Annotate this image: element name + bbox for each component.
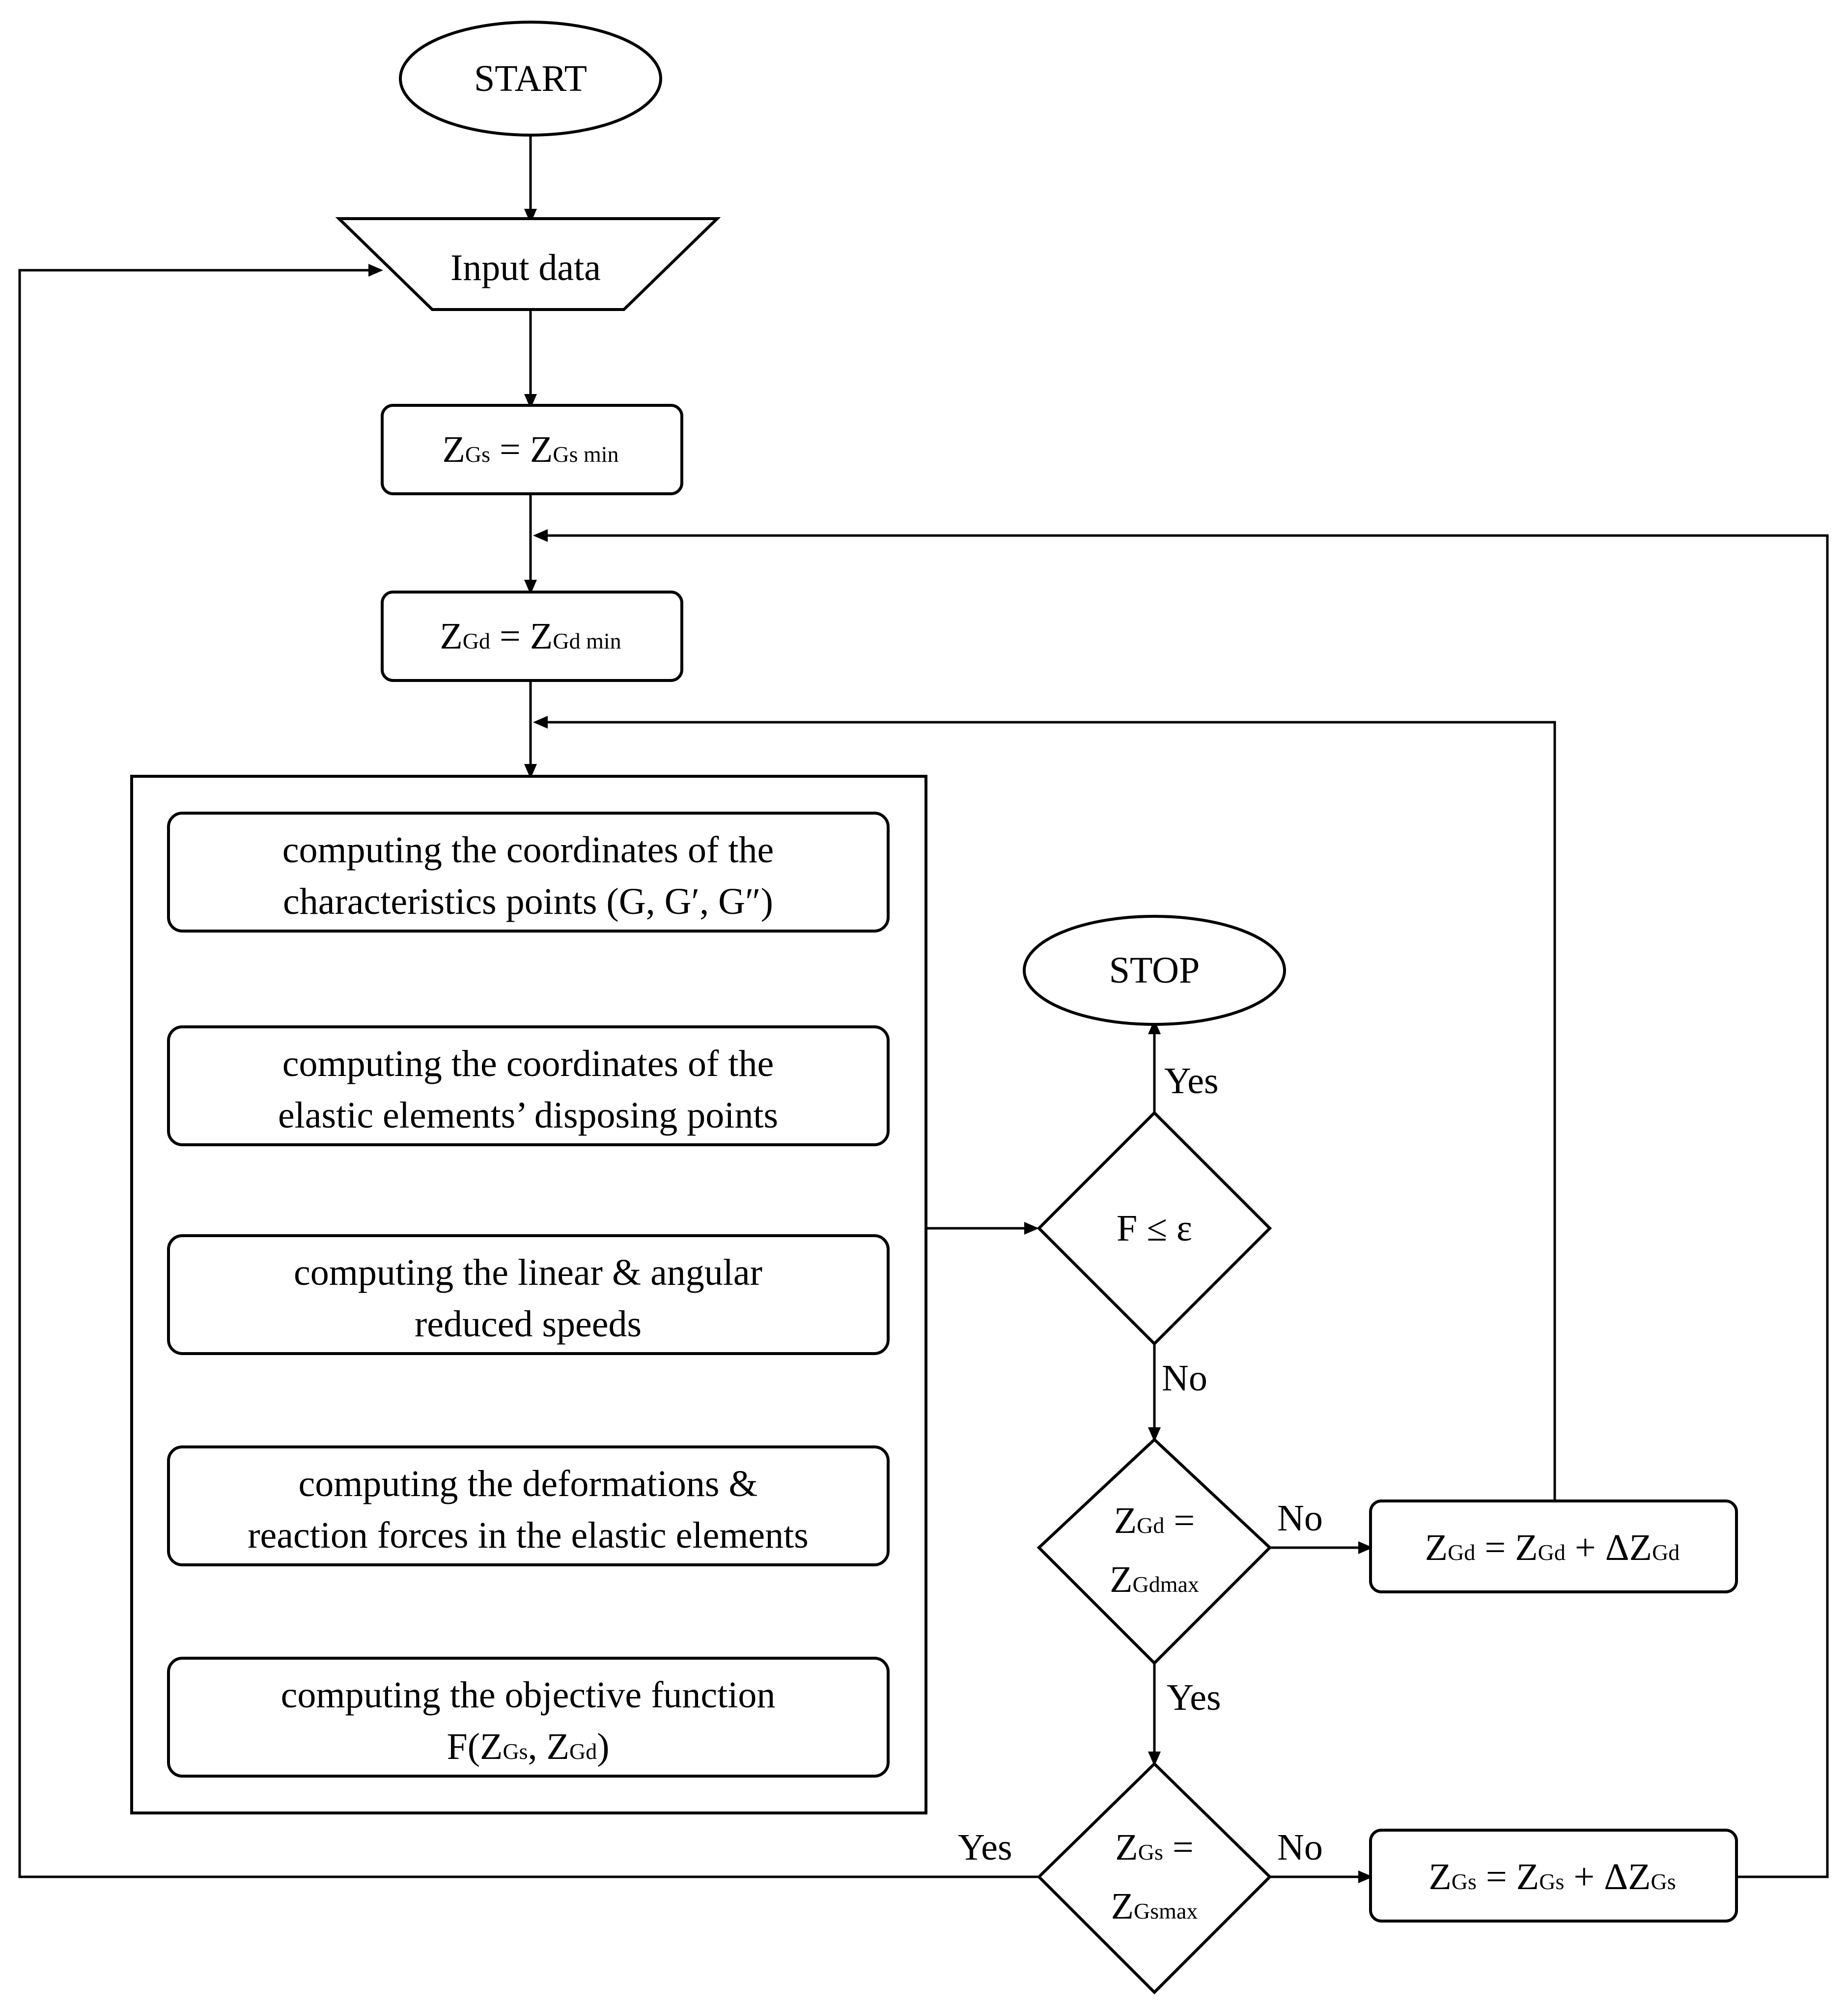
label-yes-stop: Yes <box>1164 1060 1219 1102</box>
init-zgd-label: ZGd = ZGd min <box>440 616 621 657</box>
label-yes-zgs: Yes <box>958 1827 1012 1868</box>
decision-zgd-line1: ZGd = <box>1114 1500 1195 1541</box>
objective-line2: F(ZGs, ZGd) <box>447 1726 609 1767</box>
stop-terminal <box>1023 915 1286 1026</box>
label-no-zgs: No <box>1277 1827 1323 1868</box>
incr-zgd-label: ZGd = ZGd + ΔZGd <box>1425 1527 1680 1568</box>
init-zgd-box <box>381 591 683 682</box>
decision-zgd-diamond <box>1036 1437 1272 1666</box>
step-4-line2: reaction forces in the elastic elements <box>248 1515 809 1556</box>
stop-label: STOP <box>1109 950 1200 991</box>
label-no-f: No <box>1162 1358 1207 1399</box>
step-3-line2: reduced speeds <box>415 1303 642 1345</box>
step-1-line1: computing the coordinates of the <box>282 829 774 871</box>
step-box-2 <box>167 1025 890 1146</box>
step-1-line2: characteristics points (G, G′, G″) <box>283 881 773 922</box>
loop-back-zgd-increment <box>537 721 1556 1501</box>
step-2-line2: elastic elements’ disposing points <box>278 1095 778 1136</box>
step-2-line1: computing the coordinates of the <box>282 1043 774 1084</box>
label-yes-zgd: Yes <box>1167 1677 1221 1718</box>
incr-zgs-label: ZGs = ZGs + ΔZGs <box>1428 1856 1676 1897</box>
step-box-5 <box>167 1657 890 1778</box>
step-3-line1: computing the linear & angular <box>294 1252 762 1293</box>
init-zgs-box <box>381 404 683 495</box>
start-label: START <box>474 58 587 99</box>
decision-zgs-line1: ZGs = <box>1115 1827 1193 1868</box>
decision-zgd-line2: ZGdmax <box>1110 1559 1199 1600</box>
init-zgs-label: ZGs = ZGs min <box>442 429 618 470</box>
step-4-line1: computing the deformations & <box>298 1463 757 1504</box>
input-data-label: Input data <box>450 247 601 288</box>
decision-zgs-diamond <box>1036 1761 1272 1995</box>
incr-zgs-box <box>1369 1829 1738 1923</box>
incr-zgd-box <box>1369 1500 1738 1593</box>
step-box-1 <box>167 812 890 933</box>
step-box-4 <box>167 1445 890 1566</box>
loop-back-to-input <box>18 269 1039 1878</box>
decision-f-diamond <box>1036 1110 1272 1346</box>
decision-f-label: F ≤ ε <box>1117 1208 1192 1249</box>
loop-back-zgs-increment <box>537 534 1829 1878</box>
step-box-3 <box>167 1234 890 1355</box>
input-data-shape <box>335 217 721 311</box>
objective-line1: computing the objective function <box>281 1674 776 1716</box>
decision-zgs-line2: ZGsmax <box>1111 1886 1198 1927</box>
label-no-zgd: No <box>1277 1498 1323 1539</box>
start-terminal <box>399 21 662 137</box>
